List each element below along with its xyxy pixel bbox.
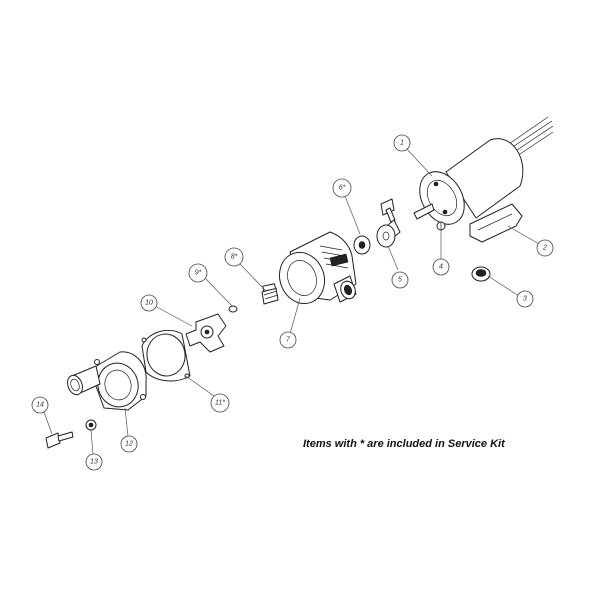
callout-13: 13	[85, 453, 103, 471]
callout-7: 7	[279, 331, 297, 349]
callout-label: 14	[36, 402, 44, 409]
callout-1: 1	[393, 134, 411, 152]
callout-label: 13	[90, 459, 98, 466]
callout-2: 2	[536, 239, 554, 257]
o-ring-part	[228, 305, 238, 313]
callout-12: 12	[120, 435, 138, 453]
nut-part	[471, 266, 491, 282]
impeller-part	[185, 313, 227, 353]
callout-label: 6*	[339, 185, 346, 192]
callout-5: 5	[391, 271, 409, 289]
callout-label: 10	[145, 300, 153, 307]
bolt-part	[380, 198, 396, 223]
callout-label: 11*	[215, 400, 225, 407]
callout-label: 7	[286, 337, 291, 344]
callout-8: 8*	[224, 247, 244, 267]
callout-label: 3	[523, 296, 527, 303]
callout-label: 9*	[195, 270, 202, 277]
gasket-part	[141, 330, 191, 382]
pump-housing-part	[278, 231, 357, 305]
mount-bracket-part	[469, 203, 523, 243]
callout-label: 5	[398, 277, 402, 284]
callout-14: 14	[31, 396, 49, 414]
callout-label: 1	[400, 140, 404, 147]
pump-cover-part	[67, 351, 147, 411]
callout-label: 8*	[231, 254, 238, 261]
callout-6: 6*	[332, 178, 352, 198]
washer-part	[85, 419, 97, 431]
small-screw-part	[436, 221, 446, 231]
callout-label: 4	[439, 264, 443, 271]
screw-part	[45, 431, 74, 449]
service-kit-note: Items with * are included in Service Kit	[303, 438, 506, 450]
callout-9: 9*	[188, 263, 208, 283]
callout-3: 3	[516, 290, 534, 308]
motor-part	[413, 116, 554, 243]
seal-part	[353, 235, 371, 255]
callout-11: 11*	[210, 393, 230, 413]
callout-label: 12	[125, 441, 133, 448]
spacer-part	[376, 219, 401, 248]
callout-10: 10	[140, 294, 158, 312]
leader-lines	[43, 145, 540, 455]
callout-label: 2	[542, 245, 547, 252]
drain-plug-part	[261, 283, 279, 305]
callout-4: 4	[432, 258, 450, 276]
